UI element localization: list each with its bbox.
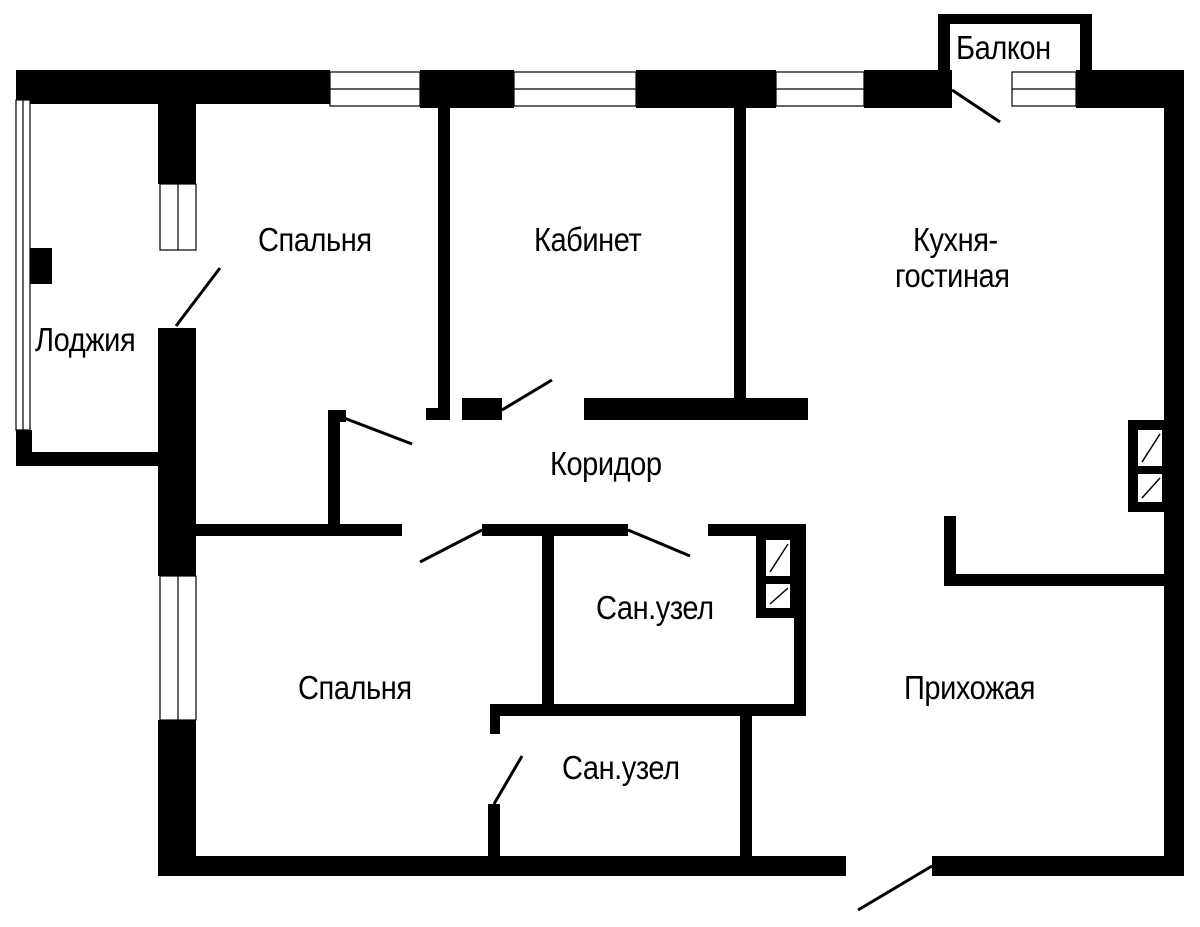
wall-bath2-stub bbox=[490, 704, 500, 734]
door-balcony bbox=[951, 88, 1001, 124]
doors bbox=[174, 88, 1001, 912]
wall-top-3 bbox=[636, 70, 776, 108]
wall-bath-top bbox=[482, 524, 628, 536]
wall-study-bottom bbox=[584, 398, 808, 420]
wall-bath-separator bbox=[490, 704, 806, 716]
door-loggia bbox=[174, 267, 222, 327]
room-label-hallway: Прихожая bbox=[904, 669, 1036, 706]
room-label-study: Кабинет bbox=[534, 221, 642, 258]
room-label-bedroom-top: Спальня bbox=[258, 221, 372, 258]
door-study bbox=[501, 378, 553, 412]
room-label-kitchen-line1: Кухня- bbox=[913, 221, 998, 258]
wall-right bbox=[1164, 70, 1184, 876]
wall-left-mid bbox=[158, 328, 196, 576]
wall-bath2-left-lower bbox=[488, 804, 500, 864]
wall-bath-inner-left bbox=[542, 524, 554, 704]
door-bath-top bbox=[627, 528, 691, 558]
room-label-bedroom-bottom: Спальня bbox=[298, 669, 412, 706]
door-bedroom-bottom bbox=[419, 528, 483, 564]
loggia-wall-bottom bbox=[16, 452, 162, 466]
balcony-wall-left bbox=[938, 14, 950, 74]
wall-left-top bbox=[158, 70, 196, 184]
wall-left-bottom bbox=[158, 720, 196, 876]
wall-top-4 bbox=[864, 70, 952, 108]
wall-bottom-right bbox=[932, 856, 1184, 876]
wall-corridor-post bbox=[328, 410, 340, 532]
wall-bedroom-divider bbox=[196, 524, 402, 536]
wall-study-left bbox=[438, 104, 450, 408]
wall-bottom-left bbox=[158, 856, 846, 876]
wall-top-2 bbox=[420, 70, 514, 108]
room-label-kitchen-line2: гостиная bbox=[895, 257, 1010, 294]
walls bbox=[16, 14, 1184, 876]
room-label-balcony: Балкон bbox=[956, 29, 1051, 66]
wall-kitchen-bottom bbox=[944, 574, 1168, 586]
wall-study-stub-a bbox=[426, 408, 450, 420]
balcony-wall-right bbox=[1080, 14, 1092, 74]
balcony-wall-top bbox=[938, 14, 1090, 24]
door-entrance bbox=[857, 864, 933, 912]
wall-kitchen-post bbox=[944, 516, 956, 586]
windows bbox=[15, 71, 1077, 721]
door-bath-bottom bbox=[492, 755, 524, 805]
room-label-bathroom-top: Сан.узел bbox=[596, 589, 714, 626]
wall-bath2-right bbox=[740, 704, 752, 864]
vent-openings bbox=[766, 430, 1162, 608]
wall-study-right bbox=[734, 104, 746, 404]
room-label-loggia: Лоджия bbox=[35, 321, 136, 358]
room-label-bathroom-bottom: Сан.узел bbox=[562, 749, 680, 786]
loggia-wall-left-top bbox=[16, 70, 22, 100]
door-bedroom-top bbox=[343, 416, 413, 446]
wall-study-stub-b bbox=[462, 398, 502, 420]
room-label-corridor: Коридор bbox=[550, 445, 662, 482]
